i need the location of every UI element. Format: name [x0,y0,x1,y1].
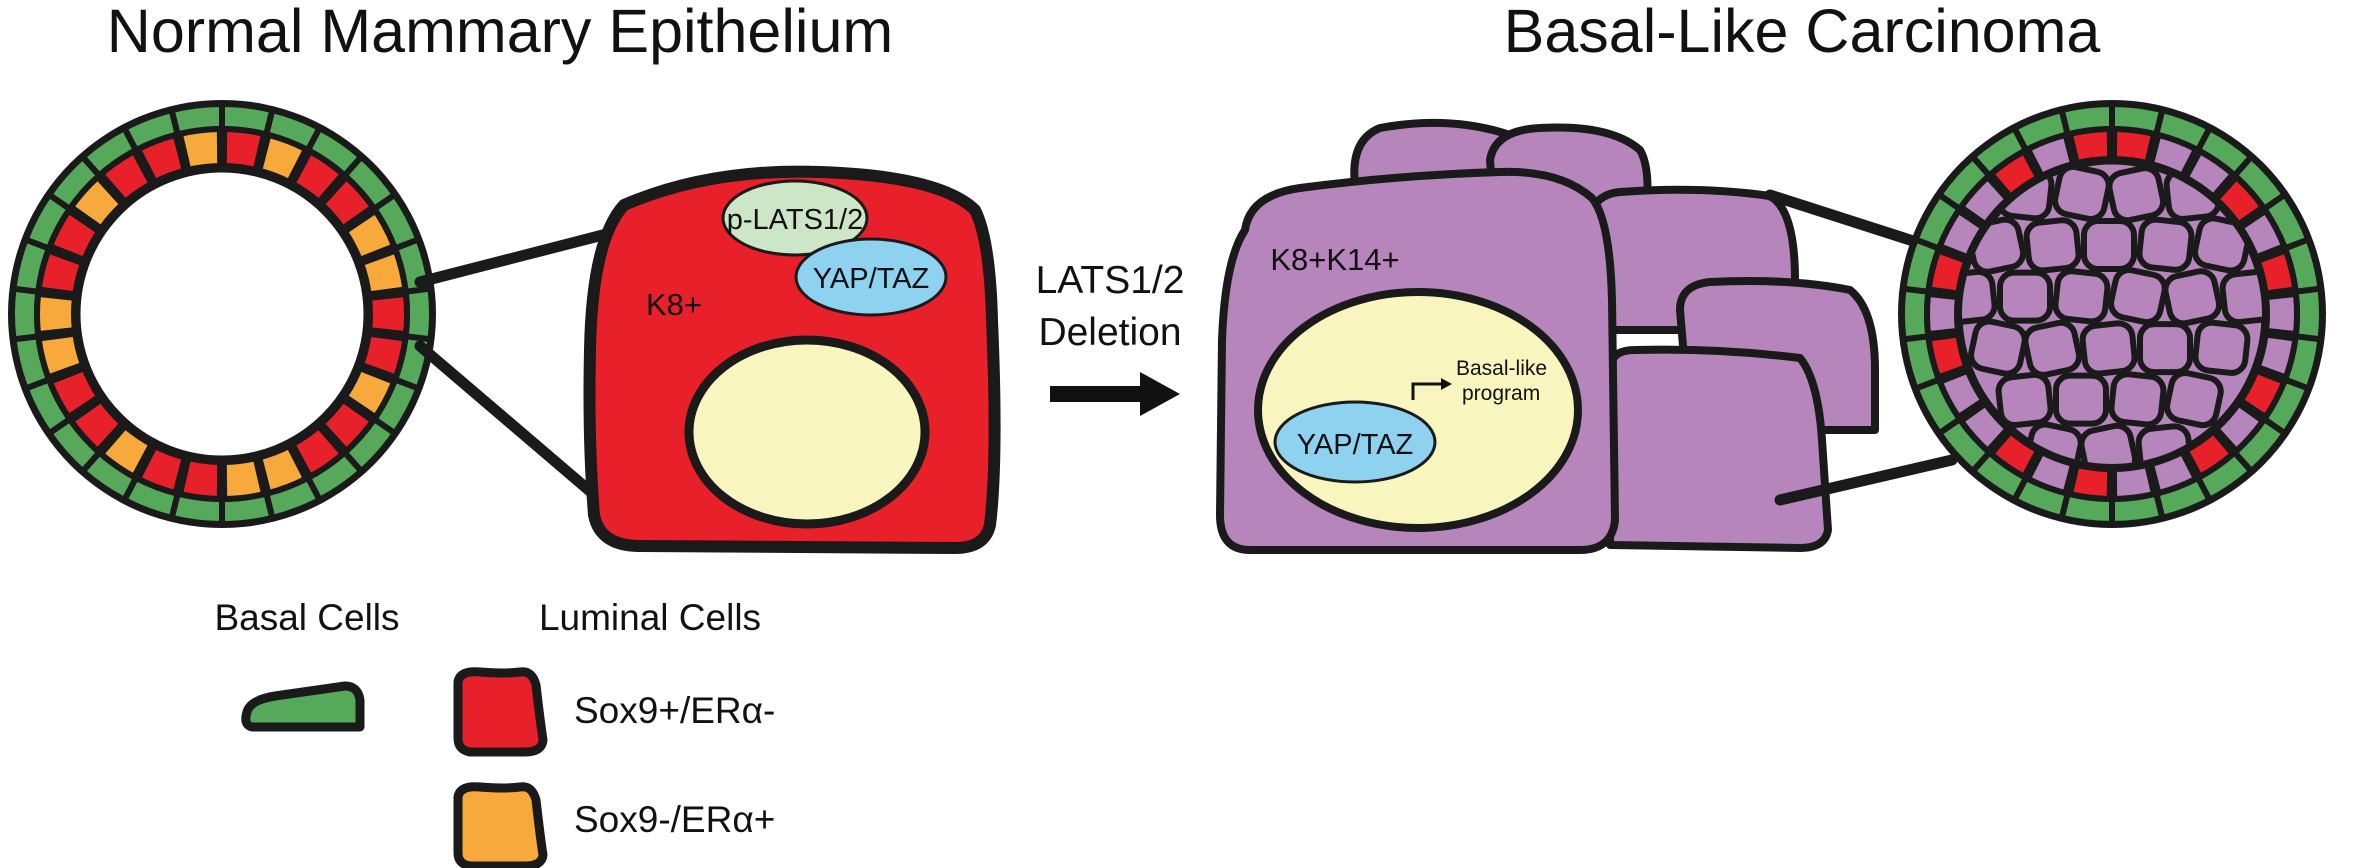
transition-label-line2: Deletion [1038,311,1181,354]
transition: LATS1/2 Deletion [1036,259,1185,416]
tumor-cell [2106,165,2167,224]
tumor-cell [2192,215,2252,274]
transcription-arrow [1411,382,1441,400]
k8-k14-marker-label: K8+K14+ [1270,242,1399,277]
tumor-cell [1995,371,2054,429]
tumor-cell-details: K8+K14+ YAP/TAZ Basal-like program [1270,242,1547,484]
tumor-lumen-cells [1962,164,2262,464]
zoom-lines-normal [414,222,636,516]
tumor-cell [2078,422,2139,464]
tumor-cell [2162,268,2223,327]
normal-duct-lumen [71,163,373,465]
tumor-cell [1968,318,2028,377]
normal-luminal-cell-red [366,290,410,338]
transcription-arrowhead [1441,378,1452,390]
yap-taz-label-tumor: YAP/TAZ [1297,429,1414,461]
yap-taz-label-normal: YAP/TAZ [813,263,930,295]
tumor-cell [1997,269,2053,324]
program-label-line2: program [1462,382,1540,405]
p-lats-label: p-LATS1/2 [727,204,863,236]
legend-luminal-orange-swatch [453,782,548,868]
tumor-cell [2053,372,2109,427]
tumor-cell [2137,321,2193,376]
tumor-cell [2164,369,2224,429]
legend-luminal-red-swatch [453,667,548,757]
normal-luminal-cell: p-LATS1/2 YAP/TAZ K8+ [583,165,1001,554]
normal-cell-nucleus [684,335,930,529]
transition-arrow [1050,372,1180,416]
tumor-luminal-cell [2263,290,2300,338]
legend-luminal-item-1: Sox9+/ERα- [574,690,775,731]
legend: Basal Cells Luminal Cells Sox9+/ERα- Sox… [214,597,775,868]
normal-duct-cross-section [8,100,436,528]
tumor-cell-right-3 [1606,345,1832,552]
program-label-line1: Basal-like [1456,357,1547,380]
zoom-lines-tumor [1764,189,1958,506]
yap-taz-protein-tumor [1273,400,1437,484]
tumor-cell [2052,164,2112,223]
legend-basal-swatch [241,681,365,732]
tumor-cell [2079,320,2138,377]
k8-marker-label: K8+ [646,287,702,322]
tumor-cell [2022,319,2083,378]
yap-taz-protein-normal [794,237,948,317]
p-lats-protein [721,179,869,257]
legend-basal-heading: Basal Cells [214,597,399,638]
tumor-cell [2023,217,2082,274]
tumor-cell-cluster [1216,118,1879,554]
tumor-cell [2081,218,2137,272]
tumor-luminal-cell [1924,290,1961,338]
title-normal-epithelium: Normal Mammary Epithelium [107,0,893,65]
tumor-duct-cross-section [1898,100,2326,528]
legend-luminal-item-2: Sox9-/ERα+ [574,799,775,840]
legend-luminal-heading: Luminal Cells [539,597,761,638]
transition-label-line1: LATS1/2 [1036,259,1185,302]
tumor-cell [2108,266,2168,326]
tumor-cell [2108,371,2167,428]
tumor-cell [2192,319,2251,376]
tumor-cell [2136,216,2195,273]
normal-luminal-cell-orange [34,290,78,338]
title-basal-like-carcinoma: Basal-Like Carcinoma [1504,0,2101,65]
tumor-cell [2052,268,2111,325]
